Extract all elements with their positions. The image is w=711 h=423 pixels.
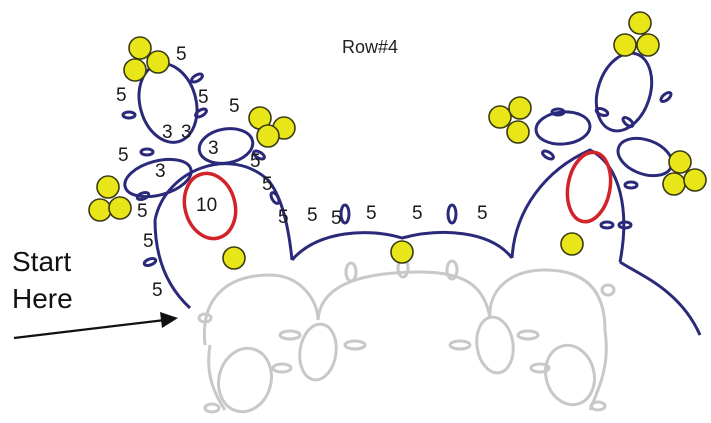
count-left-12: 5	[278, 207, 289, 228]
count-mid-4: 5	[477, 203, 488, 224]
count-left-6: 3	[208, 138, 219, 159]
count-left-2: 5	[116, 85, 127, 106]
start-label-line1: Start	[12, 246, 72, 277]
count-mid-5: 5	[331, 208, 342, 229]
count-left-11: 5	[262, 174, 273, 195]
count-left-4: 3	[162, 122, 173, 143]
right-arch	[510, 148, 626, 263]
count-left-7: 5	[229, 96, 240, 117]
count-start-2: 5	[143, 231, 154, 252]
center-rings	[182, 150, 613, 241]
count-left-10: 5	[250, 151, 261, 172]
ring-10-left	[182, 171, 238, 241]
beads	[88, 11, 707, 270]
count-mid-1: 5	[307, 205, 318, 226]
count-left-8: 3	[155, 161, 166, 182]
count-start-3: 5	[137, 201, 148, 222]
start-label-line2: Here	[12, 283, 73, 314]
ring-10-right	[565, 150, 613, 224]
ring-left-3a	[123, 157, 193, 199]
left-arch	[153, 162, 294, 261]
previous-rows	[197, 257, 616, 414]
count-left-5: 3	[181, 122, 192, 143]
count-left-3: 5	[198, 87, 209, 108]
count-left-1: 5	[176, 44, 187, 65]
count-center-ring: 10	[196, 195, 218, 216]
start-arrow	[13, 312, 178, 340]
count-left-9: 5	[118, 145, 129, 166]
ring-top-right	[594, 51, 654, 133]
middle-chain	[290, 231, 514, 261]
end-chain	[619, 260, 702, 336]
start-chain	[153, 219, 192, 310]
ring-left-3b	[197, 127, 255, 165]
diagram-title: Row#4	[342, 37, 399, 57]
count-mid-3: 5	[412, 203, 423, 224]
count-mid-2: 5	[366, 203, 377, 224]
count-start-1: 5	[152, 280, 163, 301]
ring-right-a	[534, 110, 592, 146]
